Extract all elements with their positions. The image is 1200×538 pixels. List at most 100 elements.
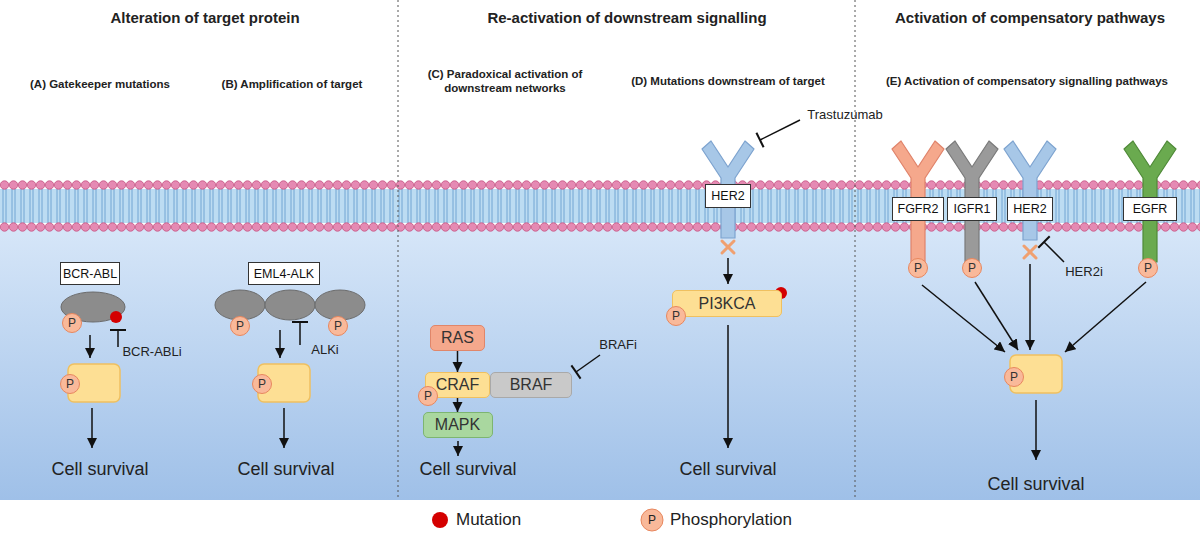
protein-label-box: BCR-ABL: [60, 262, 120, 285]
signal-arrow: [1065, 282, 1146, 352]
signal-arrow: [283, 408, 285, 448]
phospho-marker: P: [62, 313, 82, 333]
signal-arrow: [727, 258, 729, 284]
node-text: IGFR1: [954, 202, 991, 216]
blocked-cross: [1024, 246, 1036, 258]
legend-swatch: [432, 512, 448, 528]
node-text: P: [914, 261, 922, 275]
panel-heading: (A) Gatekeeper mutations: [5, 78, 195, 92]
signal-arrow: [91, 408, 93, 448]
phospho-circle-shape: [231, 317, 250, 336]
node-text: P: [1144, 261, 1152, 275]
receptor: [946, 141, 998, 262]
section-heading: Activation of compensatory pathways: [860, 9, 1200, 27]
inhibition-line: [760, 120, 800, 140]
inhibition-line: [1044, 242, 1064, 262]
outcome-label: Cell survival: [211, 459, 361, 481]
phospho-circle-shape: [419, 387, 438, 406]
effector-protein: [258, 364, 310, 402]
signal-arrow: [457, 398, 459, 412]
signal-arrow: [1029, 264, 1031, 350]
legend-text: Phosphorylation: [670, 510, 792, 530]
phospho-marker: P: [962, 258, 982, 278]
node-text: CRAF: [436, 376, 480, 394]
node-text: P: [236, 319, 244, 333]
signal-arrow: [922, 285, 1005, 352]
blocked-cross: [722, 241, 734, 253]
node-text: MAPK: [435, 416, 480, 434]
cell-membrane: [0, 180, 1200, 232]
phospho-marker: P: [252, 374, 272, 394]
receptor-label-box: HER2: [1007, 197, 1053, 221]
node-text: P: [672, 309, 680, 323]
node-text: P: [968, 261, 976, 275]
phospho-circle-shape: [1139, 259, 1158, 278]
blocked-cross: [1024, 246, 1036, 258]
inhibitor-name: Trastuzumab: [795, 107, 895, 123]
outcome-label: Cell survival: [961, 474, 1111, 496]
node-text: RAS: [441, 329, 474, 347]
phospho-marker: P: [666, 306, 686, 326]
section-heading: Re-activation of downstream signalling: [437, 9, 817, 27]
panel-heading: (E) Activation of compensatory signallin…: [882, 75, 1172, 89]
phospho-circle-shape: [61, 375, 80, 394]
inhibitor-name: ALKi: [300, 342, 350, 358]
outcome-label: Cell survival: [25, 459, 175, 481]
node-text: P: [1010, 370, 1018, 384]
outcome-label: Cell survival: [393, 459, 543, 481]
inhibition-line: [299, 322, 301, 345]
kinase-domain: [265, 290, 315, 320]
receptor: [1004, 141, 1056, 240]
node-text: PI3KCA: [699, 295, 756, 313]
phospho-circle-shape: [963, 259, 982, 278]
panel-heading: (B) Amplification of target: [192, 78, 392, 92]
inhibition-bar: [292, 321, 308, 323]
receptor: [892, 141, 944, 262]
inhibitor-name: HER2i: [1054, 264, 1114, 280]
protein-label-box: EML4-ALK: [248, 262, 320, 285]
signal-arrow: [1035, 400, 1037, 460]
section-heading: Alteration of target protein: [45, 9, 365, 27]
phospho-circle-shape: [253, 375, 272, 394]
inhibitor-name: BRAFi: [588, 337, 648, 353]
node-text: P: [66, 377, 74, 391]
protein-box: BRAF: [490, 372, 572, 398]
phospho-circle-shape: [1005, 368, 1024, 387]
inhibition-bar: [571, 365, 580, 378]
effector-protein: [1010, 355, 1062, 393]
receptor-label-box: FGFR2: [892, 197, 944, 221]
node-text: FGFR2: [898, 202, 939, 216]
signal-arrow: [975, 282, 1018, 350]
mutation-dot: [110, 311, 122, 323]
phospho-circle-shape: [63, 314, 82, 333]
inhibition-line: [117, 330, 119, 347]
node-text: P: [334, 319, 342, 333]
node-text: P: [424, 389, 432, 403]
receptor-label-box: IGFR1: [947, 197, 997, 221]
inhibition-line: [576, 355, 600, 372]
node-text: BCR-ABL: [63, 267, 117, 281]
section-divider: [398, 0, 399, 500]
panel-heading: (D) Mutations downstream of target: [628, 75, 828, 89]
signal-arrow: [457, 441, 459, 456]
inhibition-bar: [756, 133, 763, 147]
inhibition-bar: [1038, 236, 1049, 247]
kinase-domain: [315, 290, 365, 320]
protein-box: PI3KCA: [672, 290, 782, 317]
phospho-marker: P: [1004, 367, 1024, 387]
signal-arrow: [89, 335, 91, 358]
phospho-marker: P: [230, 316, 250, 336]
phospho-marker: P: [328, 316, 348, 336]
node-text: HER2: [1013, 202, 1046, 216]
receptor: [1124, 141, 1176, 262]
node-text: P: [258, 377, 266, 391]
signal-arrow: [279, 330, 281, 358]
phospho-marker: P: [1138, 258, 1158, 278]
phospho-circle-shape: [329, 317, 348, 336]
inhibitor-name: BCR-ABLi: [112, 344, 192, 360]
receptor-label-box: EGFR: [1123, 197, 1177, 221]
receptor-label-box: HER2: [705, 184, 751, 208]
phospho-marker: P: [60, 374, 80, 394]
node-text: EML4-ALK: [254, 267, 314, 281]
